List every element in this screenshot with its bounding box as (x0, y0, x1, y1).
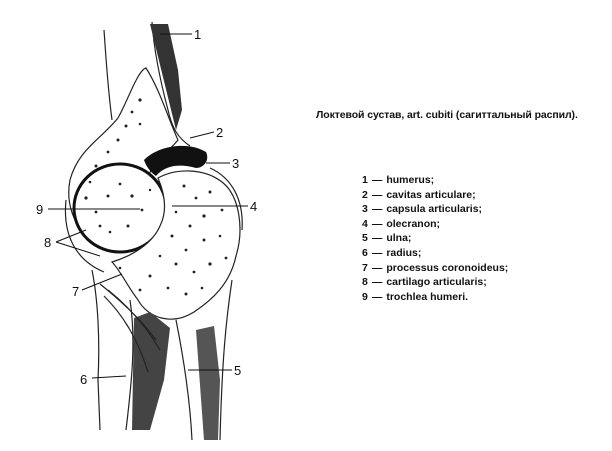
radius-outline (91, 269, 134, 431)
legend-item: 2—cavitas articulare; (362, 188, 476, 201)
joint-cavity-shape (144, 145, 208, 176)
legend-item: 8—cartilago articularis; (362, 276, 487, 289)
label-7: 7 (72, 284, 79, 299)
legend-item: 4—olecranon; (362, 217, 441, 230)
olecranon-shape (110, 170, 241, 320)
cancellous-bone-texture (84, 98, 228, 296)
ulna-outline (175, 279, 233, 441)
humerus-dark-shading (150, 24, 182, 130)
ulna-dark-shading (196, 326, 220, 440)
tendon-lines (99, 283, 161, 373)
legend-item: 1—humerus; (362, 174, 435, 186)
label-9: 9 (36, 202, 43, 217)
label-8: 8 (44, 235, 51, 250)
legend-item: 5—ulna; (362, 232, 412, 245)
capsule-outline (64, 167, 243, 273)
figure-caption: Локтевой сустав, art. cubiti (сагиттальн… (316, 109, 578, 121)
label-5: 5 (234, 363, 241, 378)
label-1: 1 (194, 27, 201, 42)
humerus-shaft (103, 21, 191, 147)
radius-dark-shading (132, 312, 170, 430)
legend-list: 1—humerus; 2—cavitas articulare; 3—capsu… (362, 173, 508, 304)
label-6: 6 (80, 372, 87, 387)
label-2: 2 (216, 125, 223, 140)
legend-item: 9—trochlea humeri. (362, 290, 469, 303)
label-4: 4 (250, 199, 257, 214)
leader-lines (48, 33, 248, 379)
legend-item: 3—capsula articularis; (362, 203, 483, 216)
label-3: 3 (232, 156, 239, 171)
legend-item: 7—processus coronoideus; (362, 261, 509, 274)
elbow-joint-illustration: 1 2 3 4 5 6 7 8 9 (36, 21, 257, 441)
legend-item: 6—radius; (362, 246, 422, 259)
